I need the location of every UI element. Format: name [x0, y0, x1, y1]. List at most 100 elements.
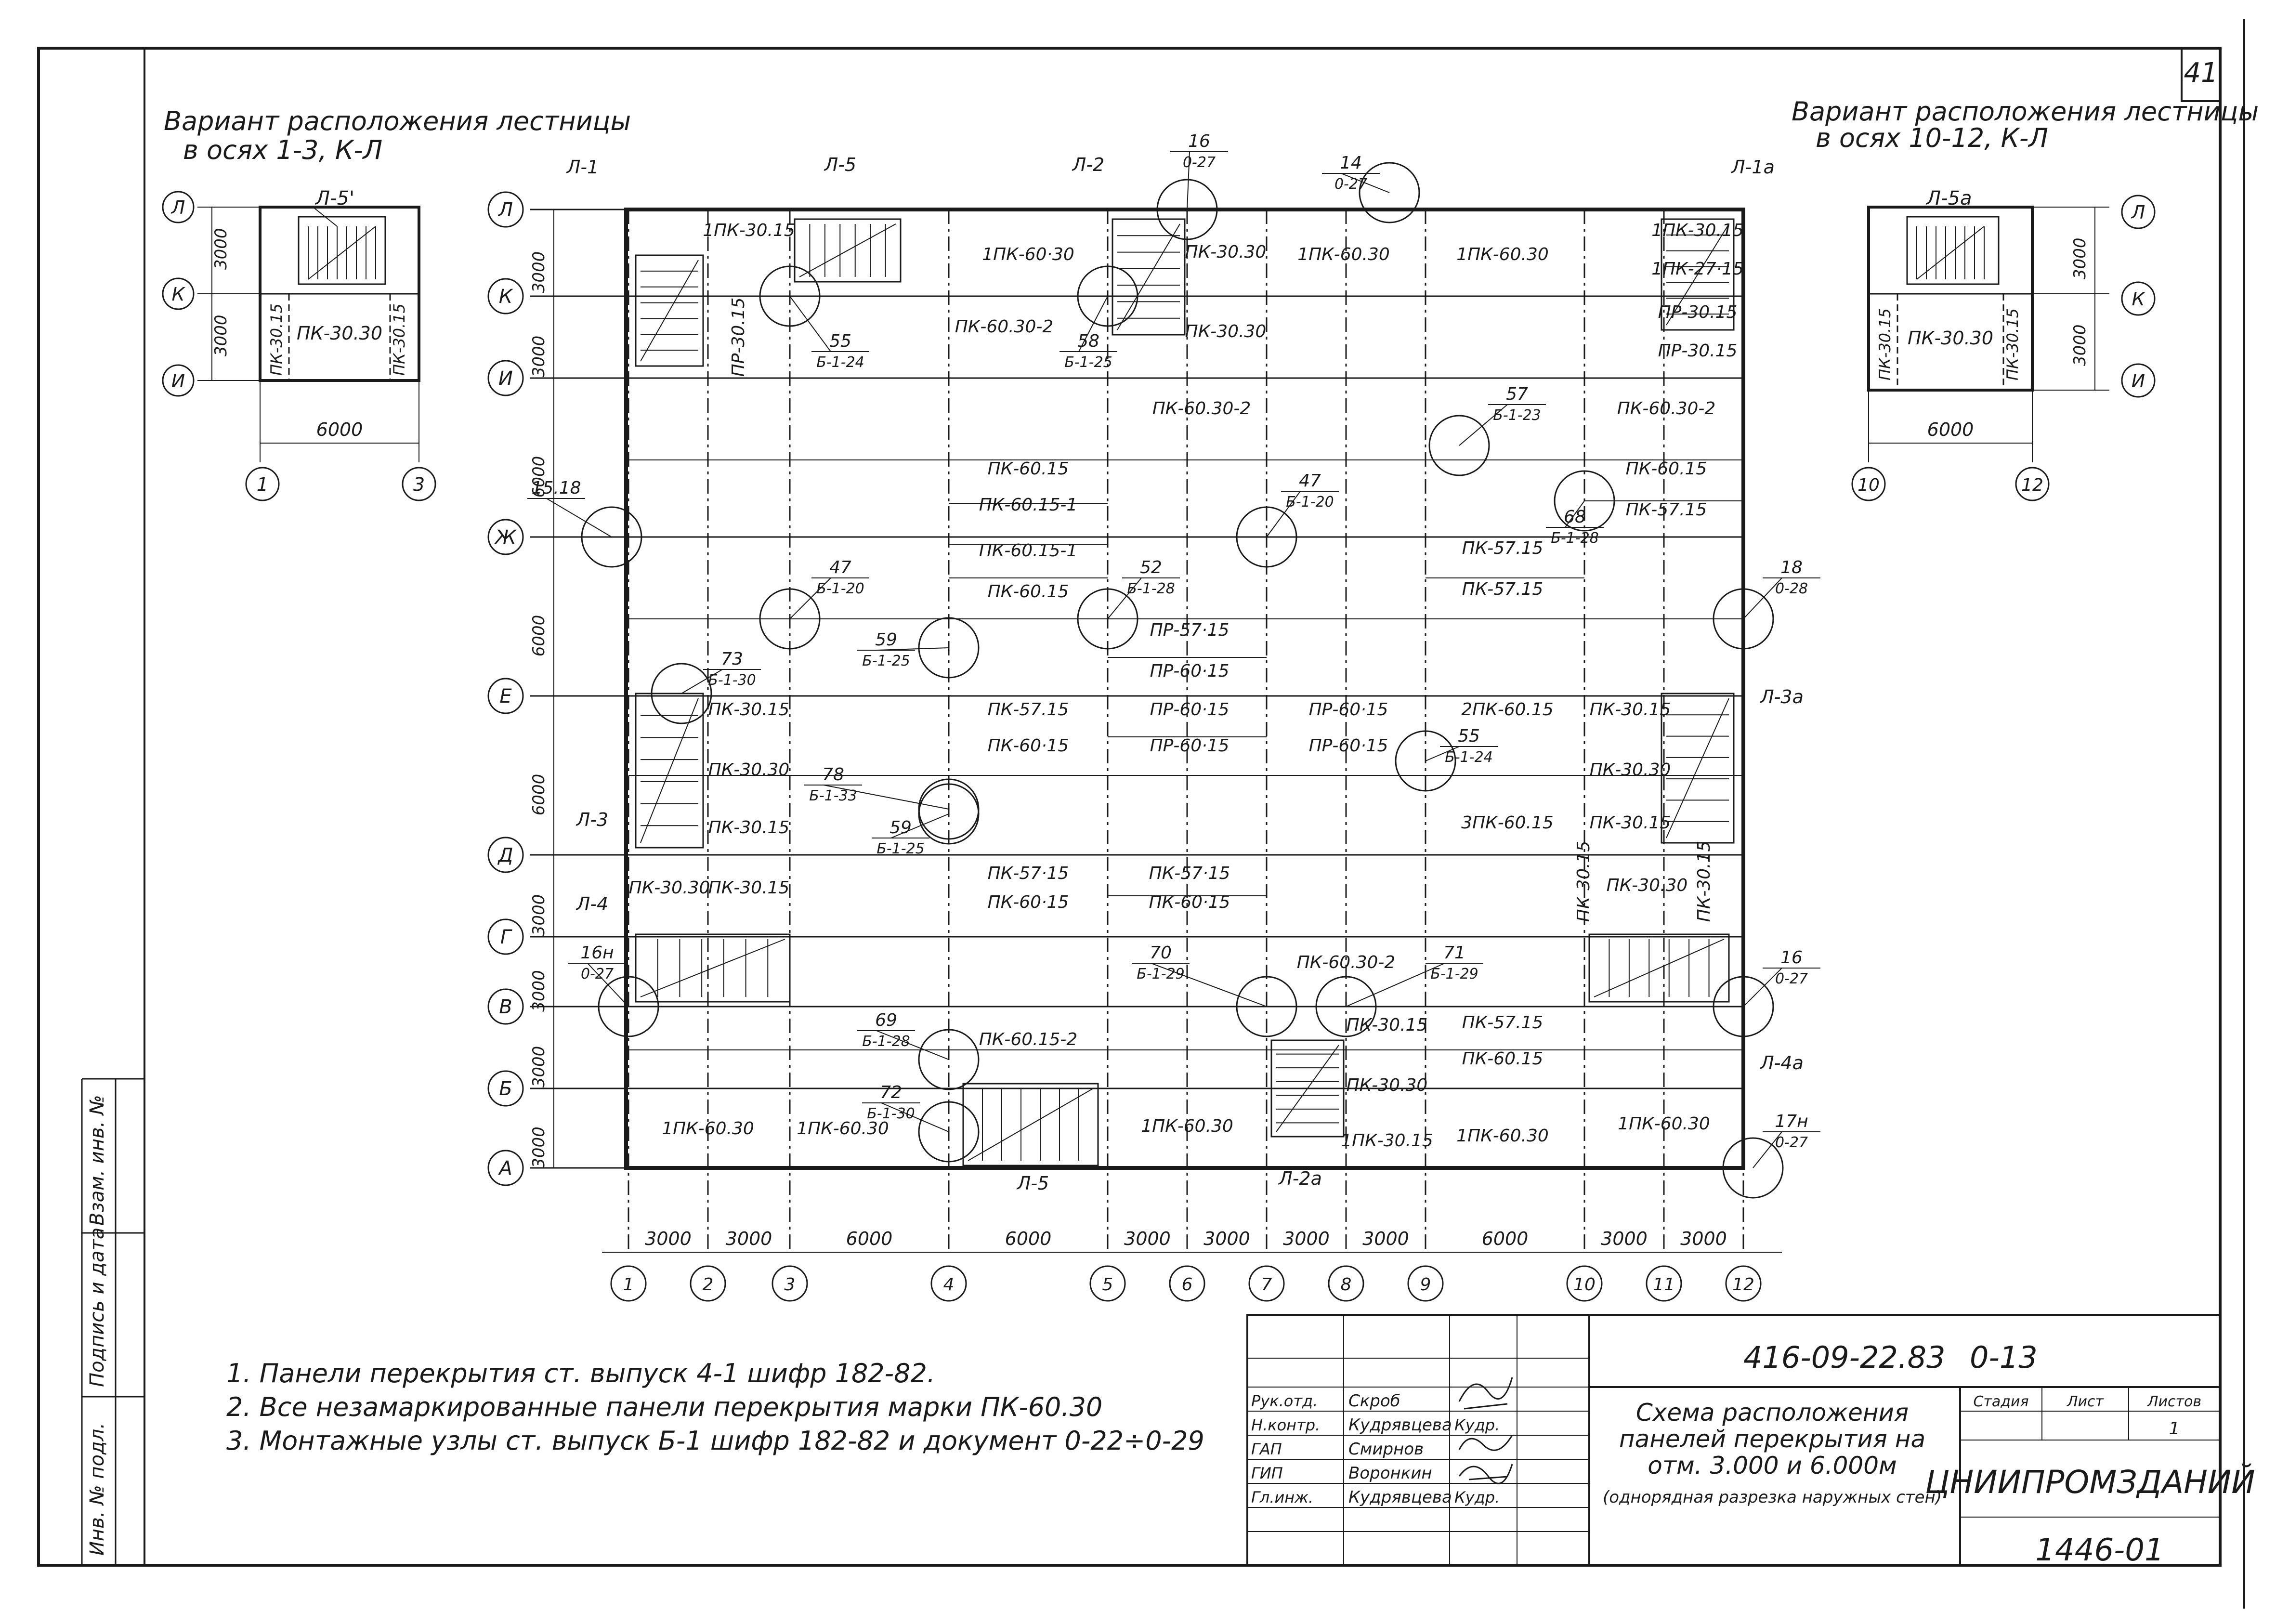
left-variant-axis-3: 3 — [413, 474, 425, 495]
panel-label: ПР-30.15 — [729, 298, 748, 377]
row-dim-4: 6000 — [529, 774, 549, 816]
col-axis-bubble-1: 1 — [610, 1265, 647, 1302]
row-dim-7: 3000 — [529, 1046, 549, 1088]
stair-well-3 — [1661, 218, 1735, 331]
row-axis-bubble-8: Б — [487, 1070, 524, 1107]
node-number: 17н — [1775, 1112, 1808, 1131]
col-axis-label: 9 — [1420, 1275, 1431, 1295]
node-number: 47 — [829, 558, 851, 577]
row-axis-label: Б — [499, 1078, 512, 1100]
node-number: 16 — [1188, 131, 1210, 151]
right-variant-stair — [1906, 216, 2000, 285]
panel-label: ПК-60.30-2 — [1152, 399, 1251, 419]
right-variant-stair-label: Л-5а — [1925, 187, 1972, 210]
left-variant-axis-I: И — [171, 370, 185, 392]
panel-label: ПК-30.30 — [1347, 1075, 1428, 1095]
left-variant-title-1: Вариант расположения лестницы — [164, 106, 631, 136]
node-reference-13: 55Б-1-24 — [1395, 726, 1498, 792]
stamp-org: ЦНИИПРОМЗДАНИЙ — [1925, 1463, 2255, 1501]
stair-label: Л-5 — [824, 154, 856, 175]
col-dim-10: 3000 — [1680, 1228, 1727, 1249]
node-document: Б-1-28 — [1551, 530, 1599, 547]
panel-label: ПК-60.15-1 — [979, 541, 1078, 561]
stamp-title-4: (однорядная разрезка наружных стен) — [1603, 1488, 1942, 1507]
col-dim-2: 6000 — [846, 1228, 893, 1249]
left-variant-panel-2: ПК-30.30 — [297, 323, 382, 344]
plan-grid — [530, 209, 1744, 1252]
right-variant-panel-2: ПК-30.30 — [1908, 327, 1993, 349]
right-variant-title-1: Вариант расположения лестницы — [1792, 96, 2259, 127]
right-variant-panel-3: ПК-30.15 — [2003, 308, 2022, 380]
node-document: 0-27 — [1334, 176, 1367, 193]
col-axis-label: 1 — [623, 1275, 634, 1295]
panel-label: 2ПК-60.15 — [1461, 700, 1554, 720]
node-reference-2: 55Б-1-24 — [759, 265, 869, 371]
node-reference-14: 78Б-1-33 — [804, 765, 980, 840]
left-variant-dim-v2: 3000 — [211, 314, 231, 356]
node-reference-20: 69Б-1-28 — [857, 1010, 980, 1090]
node-document: Б-1-25 — [862, 653, 910, 669]
row-axis-label: Г — [500, 926, 512, 948]
col-axis-bubble-4: 4 — [930, 1265, 967, 1302]
stair-well-1 — [794, 218, 902, 283]
panel-label: ПК-30.15 — [708, 818, 790, 838]
panel-label: ПК-60.30-2 — [1617, 399, 1716, 419]
node-document: Б-1-23 — [1493, 407, 1541, 424]
node-number: 73 — [721, 649, 743, 669]
col-axis-label: 6 — [1182, 1275, 1193, 1295]
col-axis-label: 12 — [1732, 1275, 1754, 1295]
panel-label: 1ПК-60.30 — [1141, 1116, 1233, 1136]
node-document: Б-1-24 — [1445, 749, 1493, 766]
panel-label: 1ПК-30.15 — [1651, 221, 1744, 240]
side-strip: Инв. № подл. Подпись и дата Взам. инв. № — [81, 1078, 144, 1565]
stamp-role-3: ГАП — [1251, 1440, 1282, 1458]
panel-label: ПК-57.15 — [1462, 579, 1543, 599]
col-axis-label: 2 — [703, 1275, 714, 1295]
col-axis-bubble-8: 8 — [1328, 1265, 1364, 1302]
col-axis-bubble-11: 11 — [1646, 1265, 1682, 1302]
panel-label: ПК-30.15 — [1347, 1015, 1428, 1035]
panel-label: 1ПК-60.30 — [797, 1119, 889, 1139]
node-number: 69 — [875, 1010, 897, 1030]
left-variant-axis-1: 1 — [257, 474, 268, 495]
panel-label: ПР-60·15 — [1150, 736, 1230, 756]
right-variant-axis-K: К — [2132, 288, 2146, 310]
panel-label: ПК-30.15 — [708, 700, 790, 720]
panel-label: ПР-60·15 — [1150, 700, 1230, 720]
panel-label: ПР-60·15 — [1309, 700, 1388, 720]
row-dim-6: 3000 — [529, 970, 549, 1012]
row-axis-bubble-2: И — [487, 360, 524, 396]
panel-label: ПК-30.15 — [1694, 841, 1714, 922]
node-document: 0-27 — [1775, 970, 1808, 987]
row-axis-label: Е — [499, 685, 512, 707]
node-number: 15.18 — [531, 478, 581, 498]
panel-label: ПК-30.30 — [1185, 322, 1267, 341]
stair-label: Л-2 — [1072, 154, 1104, 175]
node-number: 72 — [880, 1083, 902, 1102]
side-strip-replace: Взам. инв. № — [86, 1095, 108, 1226]
stair-label: Л-5 — [1016, 1173, 1049, 1194]
node-number: 59 — [875, 630, 897, 650]
side-strip-inv: Инв. № подл. — [86, 1423, 108, 1556]
panel-label: ПК-57.15 — [1462, 1013, 1543, 1033]
stamp-name-2: Кудрявцева — [1348, 1415, 1452, 1435]
node-reference-17: 70Б-1-29 — [1132, 943, 1297, 1037]
panel-label: ПК-60·15 — [988, 736, 1069, 756]
archive-number: 1446-01 — [2035, 1532, 2164, 1568]
node-number: 71 — [1443, 943, 1465, 963]
panel-label: ПК-30.30 — [1185, 242, 1267, 262]
panel-label: ПК-60·15 — [1149, 892, 1230, 912]
panel-label: ПК-60.15-1 — [979, 495, 1078, 515]
title-block — [1246, 1314, 2221, 1566]
node-document: Б-1-20 — [816, 580, 864, 597]
left-variant-stair-label: Л-5' — [314, 187, 354, 210]
node-document: Б-1-29 — [1430, 966, 1478, 982]
row-dim-0: 3000 — [529, 251, 549, 293]
node-document: Б-1-30 — [867, 1105, 915, 1122]
sheet-number: 41 — [2184, 57, 2218, 89]
col-axis-label: 8 — [1341, 1275, 1352, 1295]
row-dim-8: 3000 — [529, 1126, 549, 1168]
signature-scribble-1 — [1458, 1377, 1513, 1410]
col-axis-bubble-7: 7 — [1248, 1265, 1285, 1302]
